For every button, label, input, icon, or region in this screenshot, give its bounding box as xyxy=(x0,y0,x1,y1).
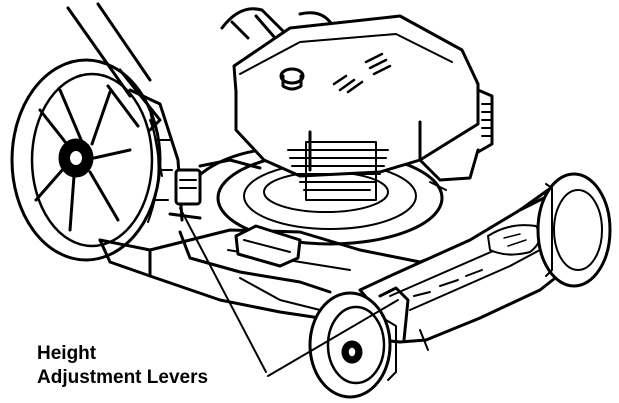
callout-leader-lines xyxy=(179,207,399,377)
front-left-wheel xyxy=(308,291,397,399)
height-adjustment-levers-label: Height Adjustment Levers xyxy=(37,342,208,390)
rear-height-lever xyxy=(128,88,202,222)
engine xyxy=(232,14,494,201)
rear-left-wheel xyxy=(10,58,173,262)
deck-grip xyxy=(234,224,302,268)
label-line-2: Adjustment Levers xyxy=(37,367,209,388)
front-right-wheel xyxy=(536,172,612,288)
handle-bar xyxy=(66,2,162,132)
label-line-1: Height xyxy=(37,343,97,364)
